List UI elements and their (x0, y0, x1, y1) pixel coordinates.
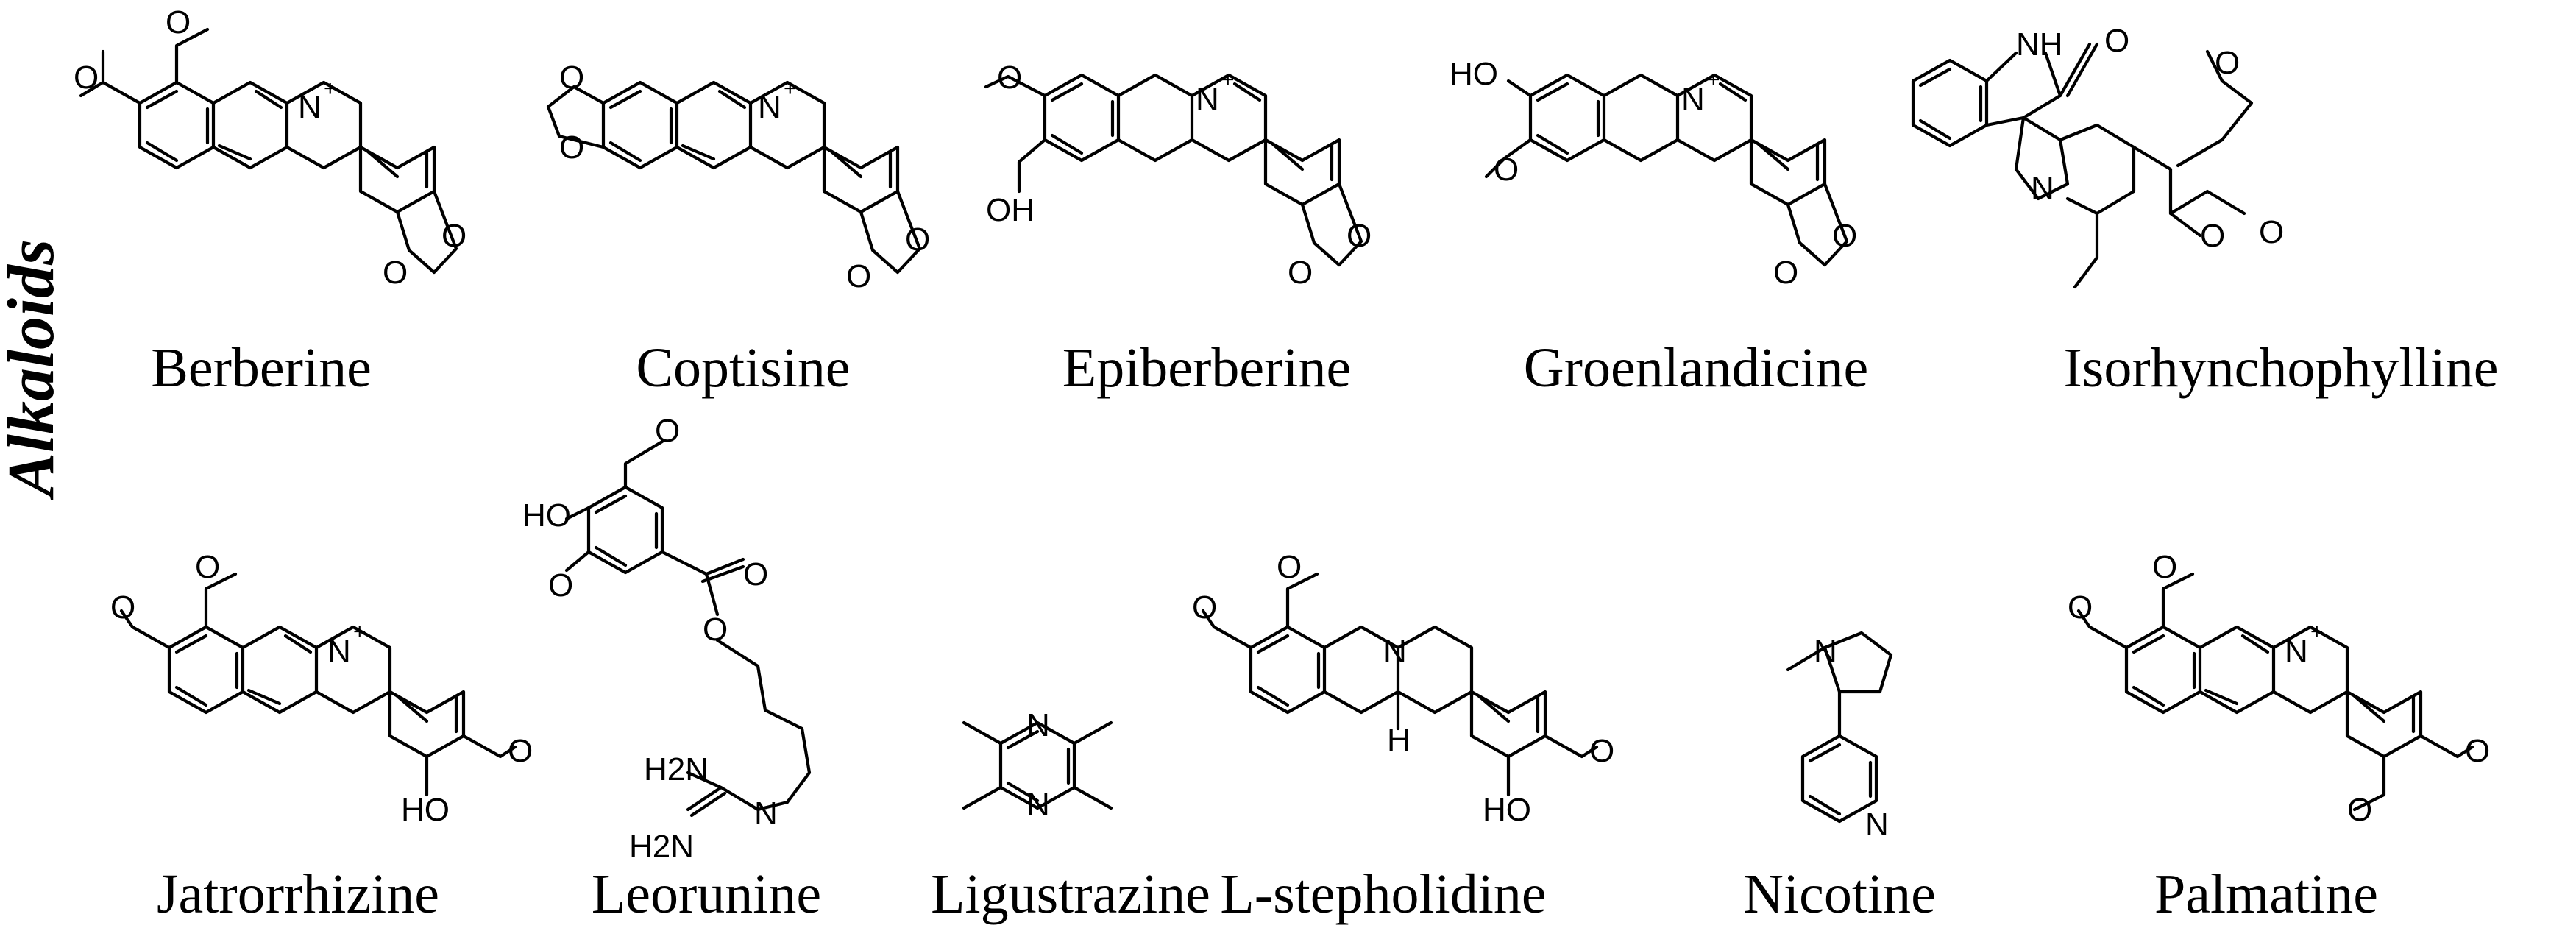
compound-name: Epiberberine (1062, 337, 1351, 399)
atom-label: O (1277, 549, 1302, 585)
atom-label: HO (1450, 56, 1498, 92)
atom-label: N (1865, 807, 1889, 843)
atom-label: N (2285, 634, 2308, 670)
atom-label: O (559, 60, 584, 96)
atom-label: N (2031, 170, 2054, 206)
structure-leorunine: HO O O O O H2N H2N N (522, 413, 812, 865)
compound-palmatine: N + O O O O Palmatine (2068, 549, 2490, 925)
compound-berberine: N + O O O O Berberine (74, 4, 466, 399)
structure-palmatine: N + O O O O (2068, 549, 2490, 828)
charge-label: + (353, 620, 366, 644)
atom-label: N (758, 89, 781, 125)
atom-label: O (905, 222, 930, 258)
atom-label: N (1196, 82, 1219, 118)
atom-label: O (2347, 792, 2372, 828)
atom-label: O (559, 130, 584, 166)
structure-isorhynchophylline: NH O N O O O (1911, 23, 2284, 289)
atom-label: N (327, 634, 351, 670)
atom-label: O (548, 567, 573, 603)
category-label: Alkaloids (0, 239, 68, 500)
compound-name: Nicotine (1743, 863, 1936, 925)
compound-name: Isorhynchophylline (2063, 337, 2498, 399)
charge-label: + (1221, 68, 1235, 92)
charge-label: + (2310, 620, 2324, 644)
compound-isorhynchophylline: NH O N O O O Isorhynchophylline (1911, 23, 2499, 399)
compound-name: Leorunine (592, 863, 821, 925)
compound-nicotine: N N Nicotine (1743, 631, 1936, 925)
compound-name: Palmatine (2154, 863, 2378, 925)
atom-label: O (1589, 733, 1614, 769)
atom-label: O (2104, 23, 2129, 59)
charge-label: + (784, 77, 797, 101)
atom-label: O (703, 612, 728, 648)
atom-label: O (195, 549, 220, 585)
atom-label: O (2465, 733, 2490, 769)
compound-groenlandicine: HO N + O O O Groenlandicine (1450, 56, 1868, 399)
compound-leorunine: HO O O O O H2N H2N N Leorunine (522, 413, 821, 925)
atom-label: O (441, 218, 466, 254)
compound-name: Groenlandicine (1524, 337, 1868, 399)
atom-label: H (1387, 722, 1411, 758)
charge-label: + (1707, 68, 1720, 92)
atom-label: O (743, 556, 768, 592)
compound-ligustrazine: N N Ligustrazine (931, 707, 1210, 925)
atom-label: O (166, 4, 191, 40)
atom-label: OH (986, 192, 1035, 228)
structure-coptisine: N + O O O O (546, 60, 930, 294)
atom-label: O (383, 255, 408, 291)
atom-label: O (1494, 152, 1519, 188)
atom-label: N (1383, 634, 1407, 670)
compound-name: Ligustrazine (931, 863, 1210, 925)
atom-label: O (110, 589, 135, 626)
structure-berberine: N + O O O O (74, 4, 466, 291)
atom-label: N (298, 89, 322, 125)
atom-label: H2N (629, 829, 694, 865)
atom-label: O (1288, 255, 1313, 291)
atom-label: O (655, 413, 680, 449)
atom-label: NH (2016, 26, 2063, 63)
structure-epiberberine: N + O OH O O (984, 60, 1372, 291)
structure-nicotine: N N (1786, 631, 1893, 843)
atom-label: N (754, 796, 778, 832)
atom-label: N (1681, 82, 1705, 118)
atom-label: O (508, 733, 533, 769)
atom-label: N (1814, 634, 1837, 670)
atom-label: O (2152, 549, 2177, 585)
atom-label: O (74, 60, 99, 96)
compound-name: L-stepholidine (1220, 863, 1546, 925)
compound-name: Coptisine (636, 337, 850, 399)
structure-ligustrazine: N N (962, 707, 1113, 823)
atom-label: O (2200, 218, 2225, 254)
atom-label: O (846, 258, 871, 294)
structure-l-stepholidine: N H O O O HO (1192, 549, 1614, 828)
compound-coptisine: N + O O O O Coptisine (546, 60, 930, 399)
atom-label: HO (522, 497, 571, 534)
compound-name: Berberine (151, 337, 372, 399)
atom-label: O (1832, 218, 1857, 254)
structure-groenlandicine: HO N + O O O (1450, 56, 1857, 291)
compound-epiberberine: N + O OH O O Epiberberine (984, 60, 1372, 399)
compound-name: Jatrorrhizine (157, 863, 439, 925)
atom-label: O (2215, 45, 2240, 81)
atom-label: N (1026, 787, 1050, 823)
compound-jatrorrhizine: N + O O O HO Jatrorrhizine (110, 549, 533, 925)
atom-label: O (1192, 589, 1217, 626)
charge-label: + (324, 77, 337, 101)
structure-jatrorrhizine: N + O O O HO (110, 549, 533, 828)
atom-label: O (997, 60, 1022, 96)
atom-label: HO (401, 792, 450, 828)
atom-label: O (2259, 214, 2284, 250)
atom-label: O (2068, 589, 2093, 626)
compound-l-stepholidine: N H O O O HO L-stepholidine (1192, 549, 1614, 925)
atom-label: O (1346, 218, 1372, 254)
atom-label: N (1026, 707, 1050, 743)
atom-label: HO (1483, 792, 1531, 828)
atom-label: O (1773, 255, 1798, 291)
atom-label: H2N (644, 751, 709, 787)
